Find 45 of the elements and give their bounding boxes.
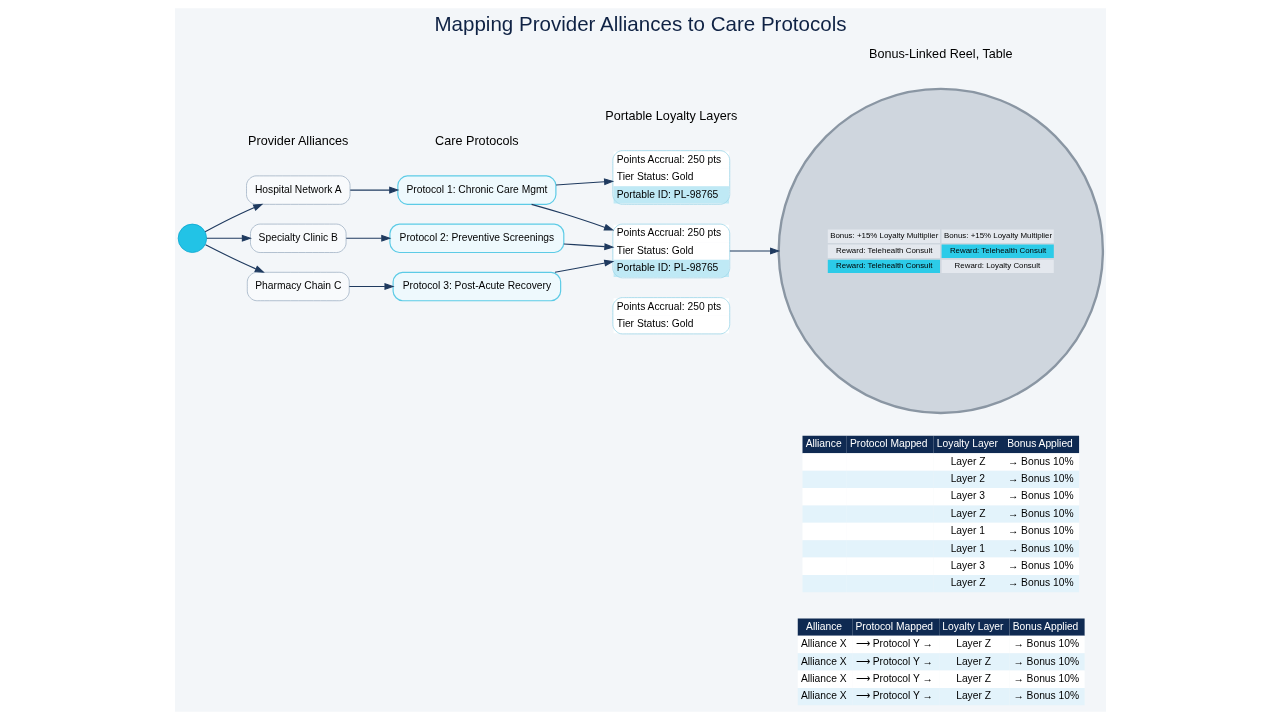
label: → Bonus 10% [1012,672,1079,684]
label: → Bonus 10% [1007,455,1074,467]
label: Protocol Mapped [849,438,928,450]
label: Care Protocols [434,133,519,148]
label: Layer Z [955,690,991,702]
label: Layer Z [950,507,985,519]
label: → Bonus 10% [1012,690,1079,702]
label: Alliance X [800,638,847,650]
label: ⟶ Protocol Y → [855,690,933,702]
label: → Bonus 10% [1012,655,1079,667]
label: Layer 1 [950,525,985,537]
label: Layer Z [950,577,985,589]
label: Layer 3 [950,490,985,502]
label: Layer Z [955,655,991,667]
label: Layer 1 [950,542,985,554]
label: Layer Z [955,672,991,684]
label: Loyalty Layer [936,438,998,450]
label: Portable Loyalty Layers [604,108,737,123]
label: → Bonus 10% [1007,473,1074,485]
label: → Bonus 10% [1007,559,1074,571]
label: Alliance X [800,655,847,667]
label: Layer 2 [950,473,985,485]
label: Protocol Mapped [854,620,933,632]
label: Provider Alliances [247,133,348,148]
label: ⟶ Protocol Y → [855,638,933,650]
label: Alliance [805,438,842,450]
label: → Bonus 10% [1007,525,1074,537]
label: Alliance X [800,672,847,684]
label: Bonus-Linked Reel, Table [868,46,1013,61]
label: Alliance [805,620,842,632]
label: Loyalty Layer [941,620,1003,632]
label: Layer 3 [950,559,985,571]
label: Alliance X [800,690,847,702]
label: → Bonus 10% [1007,577,1074,589]
label: Bonus Applied [1006,438,1073,450]
label: → Bonus 10% [1007,507,1074,519]
label: → Bonus 10% [1007,542,1074,554]
label: Layer Z [950,455,985,467]
label: → Bonus 10% [1007,490,1074,502]
label: Layer Z [955,638,991,650]
label: → Bonus 10% [1012,638,1079,650]
label: Bonus Applied [1012,620,1078,632]
diagram-title: Mapping Provider Alliances to Care Protocols [434,12,846,36]
label: ⟶ Protocol Y → [855,672,933,684]
label: ⟶ Protocol Y → [855,655,933,667]
